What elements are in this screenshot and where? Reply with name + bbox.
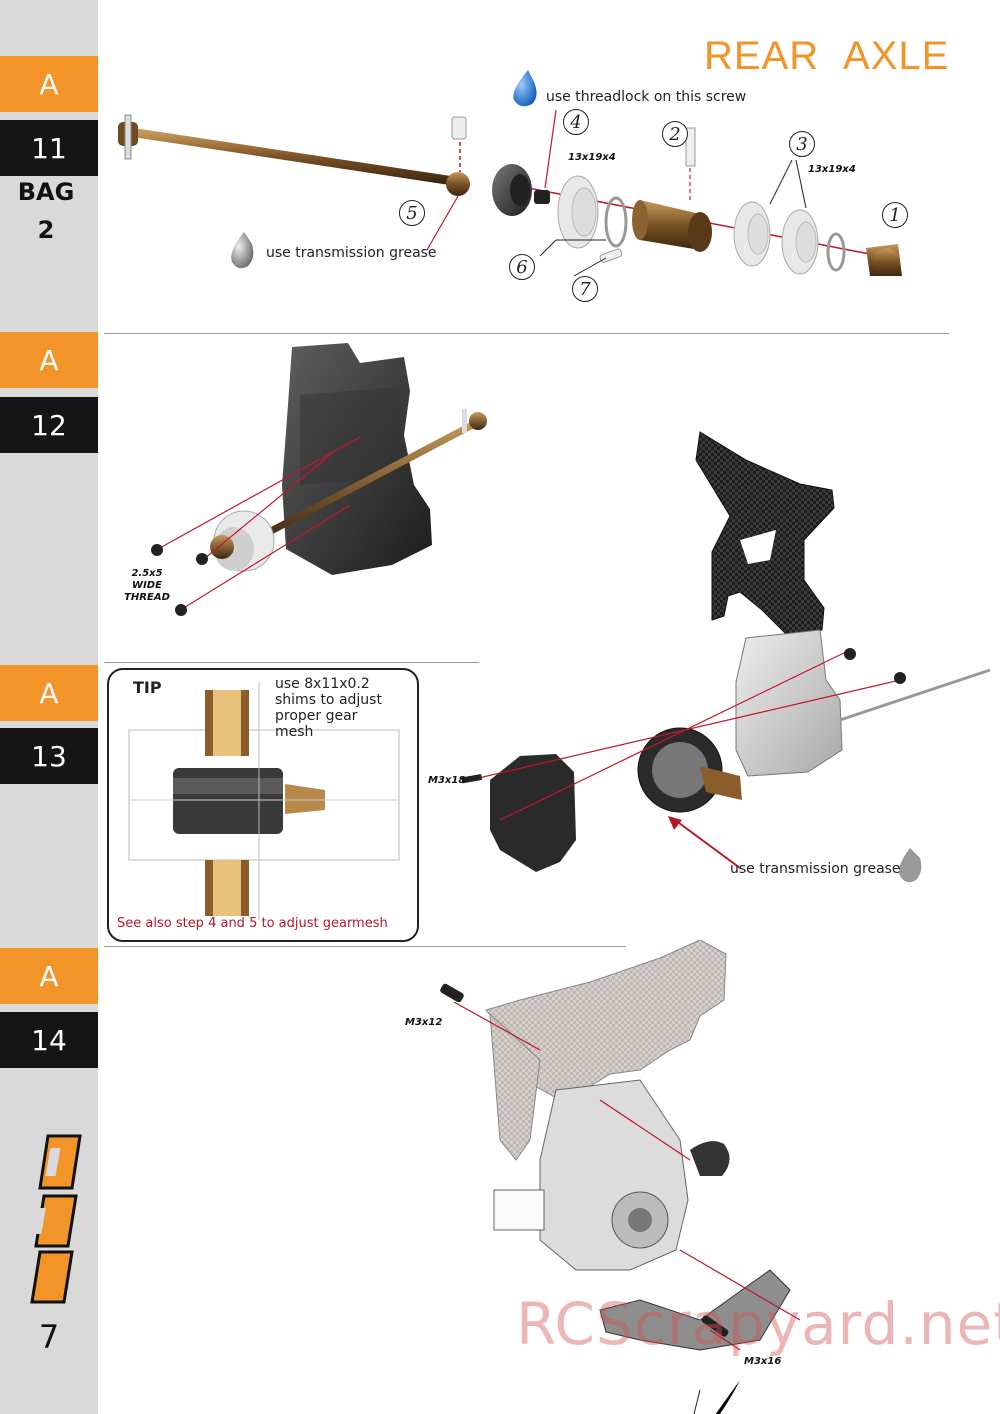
screw-size-label: M3x12 [405, 1017, 443, 1028]
step-tab-letter-12: A [0, 332, 98, 388]
section-divider [104, 946, 626, 947]
step-tab-letter-14: A [0, 948, 98, 1004]
section-divider [104, 662, 479, 663]
screw-size-label: 2.5x5 WIDE THREAD [124, 568, 170, 603]
step-tab-number-14: 14 [0, 1012, 98, 1068]
callout-1: 1 [882, 202, 908, 228]
step-tab-letter-13: A [0, 665, 98, 721]
grease-drop-icon [231, 232, 254, 269]
step-14-assembly-diagram [440, 940, 801, 1414]
section-divider [104, 333, 949, 334]
tip-diagram [128, 682, 400, 920]
tip-footer: See also step 4 and 5 to adjust gearmesh [117, 916, 388, 931]
bearing-size-label: 13x19x4 [568, 152, 616, 163]
grease-drop-icon [899, 848, 922, 883]
step-tab-number-13: 13 [0, 728, 98, 784]
bearing-size-label: 13x19x4 [808, 164, 856, 175]
brand-logo [30, 1134, 82, 1304]
callout-6: 6 [509, 254, 535, 280]
threadlock-note: use threadlock on this screw [546, 89, 747, 105]
callout-3: 3 [789, 131, 815, 157]
step-11-exploded-diagram [118, 70, 902, 277]
step-12-gearbox-diagram [151, 343, 487, 616]
grease-note: use transmission grease [730, 861, 901, 877]
tip-box: TIP use 8x11x0.2 shims to adjust proper … [107, 668, 419, 942]
callout-2: 2 [662, 121, 688, 147]
page-title: REAR AXLE [704, 34, 950, 78]
page-number: 7 [38, 1318, 60, 1356]
callout-4: 4 [563, 109, 589, 135]
tip-text: use 8x11x0.2 shims to adjust proper gear… [275, 676, 382, 740]
watermark: RCScrapyard.net [516, 1290, 1000, 1358]
step-13-assembly-diagram [461, 431, 991, 883]
step-tab-number-12: 12 [0, 397, 98, 453]
grease-note: use transmission grease [266, 245, 437, 261]
step-tab-number-11: 11 [0, 120, 98, 176]
tip-title: TIP [133, 678, 162, 697]
callout-7: 7 [572, 276, 598, 302]
threadlock-drop-icon [513, 70, 537, 107]
step-tab-letter-11: A [0, 56, 98, 112]
bag-number: 2 [37, 216, 55, 244]
screw-size-label: M3x16 [744, 1356, 782, 1367]
screw-size-label: M3x18 [428, 775, 466, 786]
bag-label: BAG [17, 178, 75, 206]
callout-5: 5 [399, 200, 425, 226]
